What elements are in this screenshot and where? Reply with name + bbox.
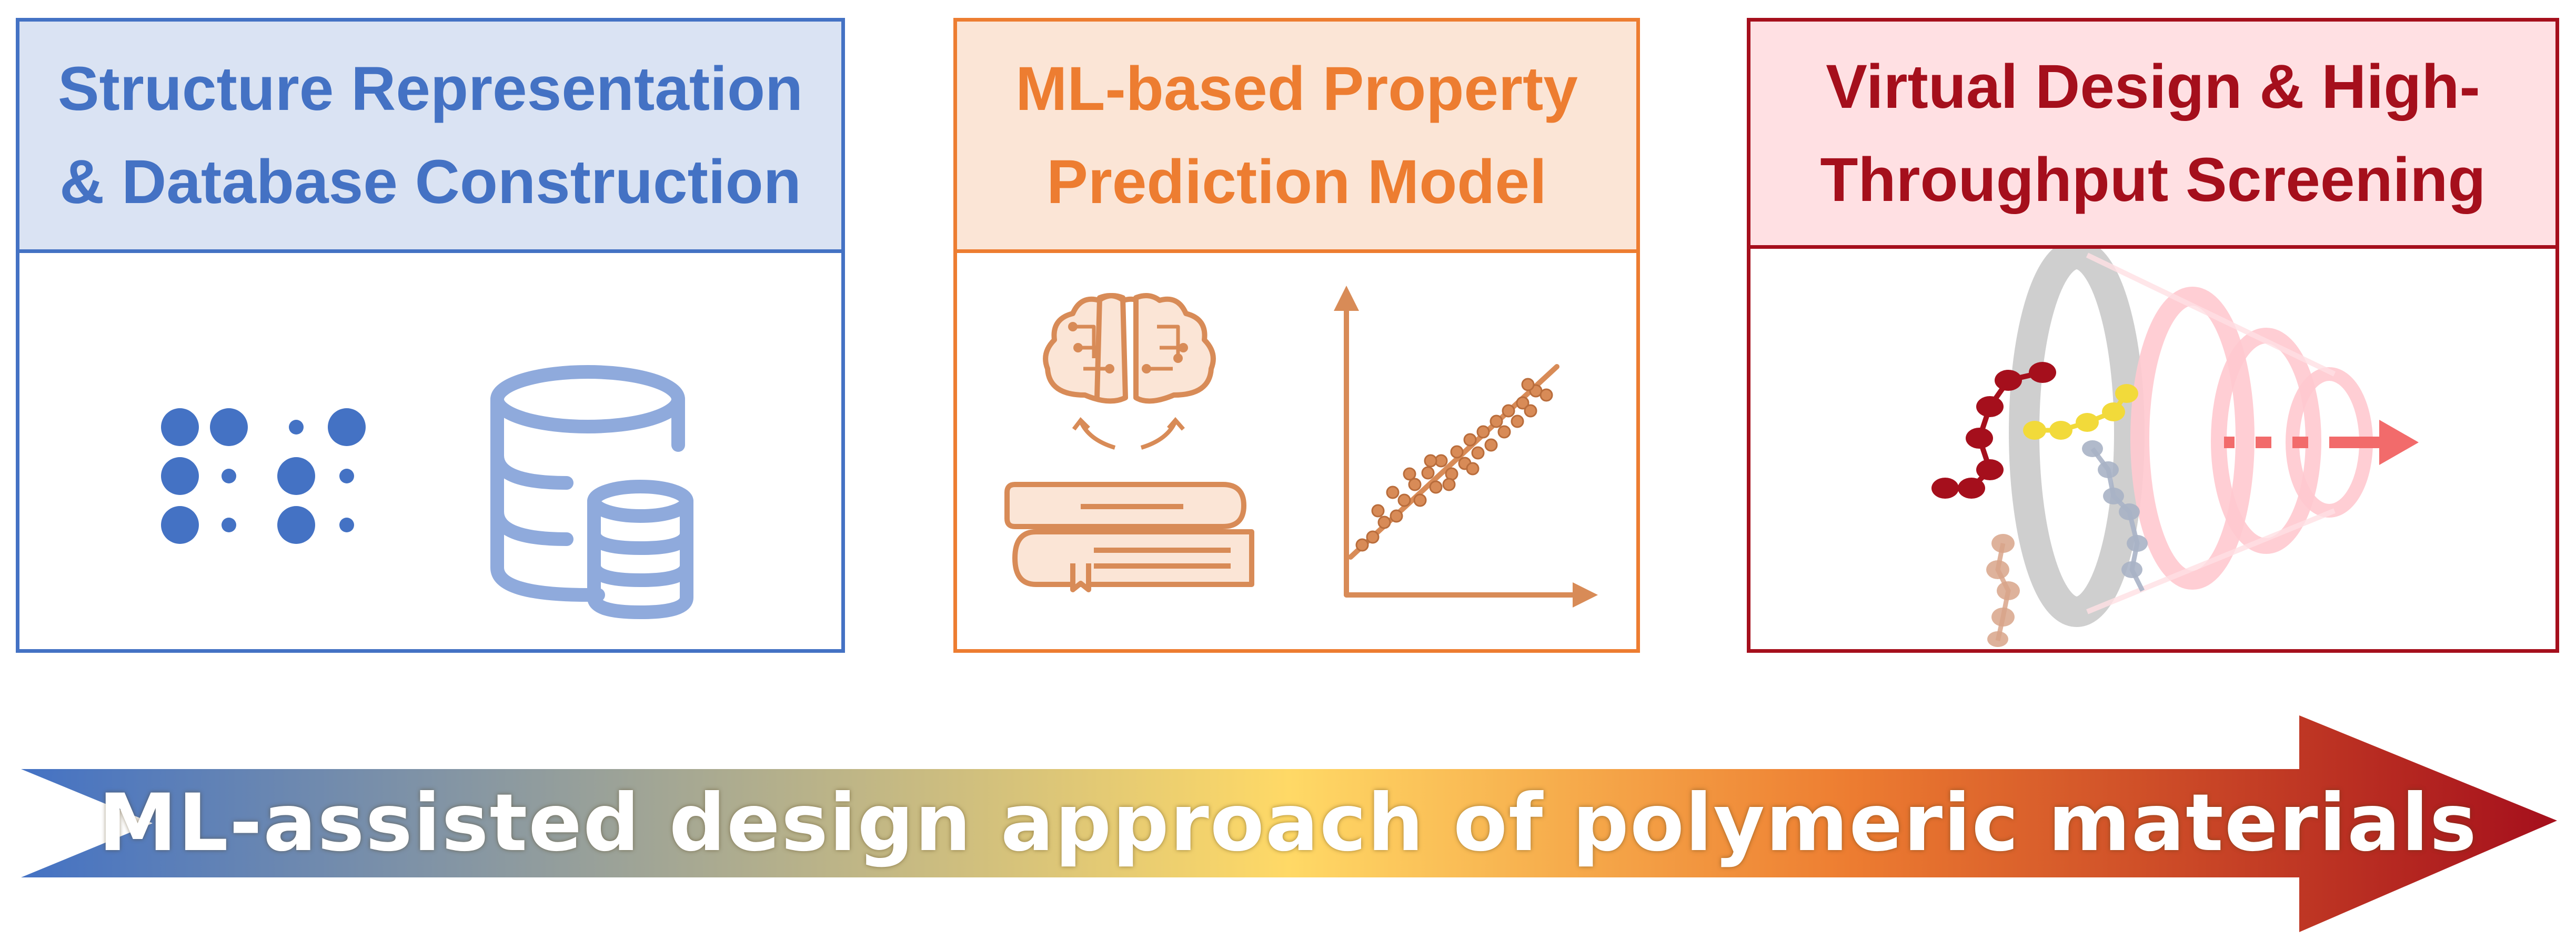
structure-representation-panel: Structure Representation & Database Cons…: [16, 18, 845, 653]
arrow-label: ML-assisted design approach of polymeric…: [98, 777, 2478, 869]
panel-title-line1: Virtual Design & High-: [1826, 52, 2480, 122]
panel-title-line1: Structure Representation: [57, 54, 803, 124]
braille-dots-icon: [161, 408, 366, 544]
brain-arrows: [1072, 417, 1185, 450]
screening-panel: Virtual Design & High- Throughput Screen…: [1747, 18, 2559, 653]
property-prediction-panel: ML-based Property Prediction Model: [953, 18, 1640, 653]
screening-icons: [1931, 249, 2419, 647]
panel-title: Virtual Design & High- Throughput Screen…: [1750, 22, 2555, 249]
books-icon: [1004, 482, 1254, 592]
structure-icons: [161, 365, 693, 620]
panel-title-line2: Prediction Model: [1046, 147, 1547, 217]
panel-body: [957, 253, 1636, 649]
panel-title-line1: ML-based Property: [1015, 54, 1578, 124]
brain-icon: [1043, 293, 1216, 404]
panel-title-line2: & Database Construction: [59, 147, 801, 217]
panel-body: [1750, 249, 2555, 649]
gradient-arrow-icon: [21, 715, 2557, 932]
prediction-icons: [1004, 286, 1598, 608]
panel-title-line2: Throughput Screening: [1820, 145, 2486, 215]
panel-title: ML-based Property Prediction Model: [957, 22, 1636, 253]
panel-body: [19, 253, 841, 649]
panel-title: Structure Representation & Database Cons…: [19, 22, 841, 253]
molecule-chain-icon: [1931, 362, 2148, 647]
database-icon: [490, 365, 693, 620]
selection-arrow-icon: [2224, 420, 2419, 465]
scatter-plot-icon: [1334, 286, 1598, 608]
